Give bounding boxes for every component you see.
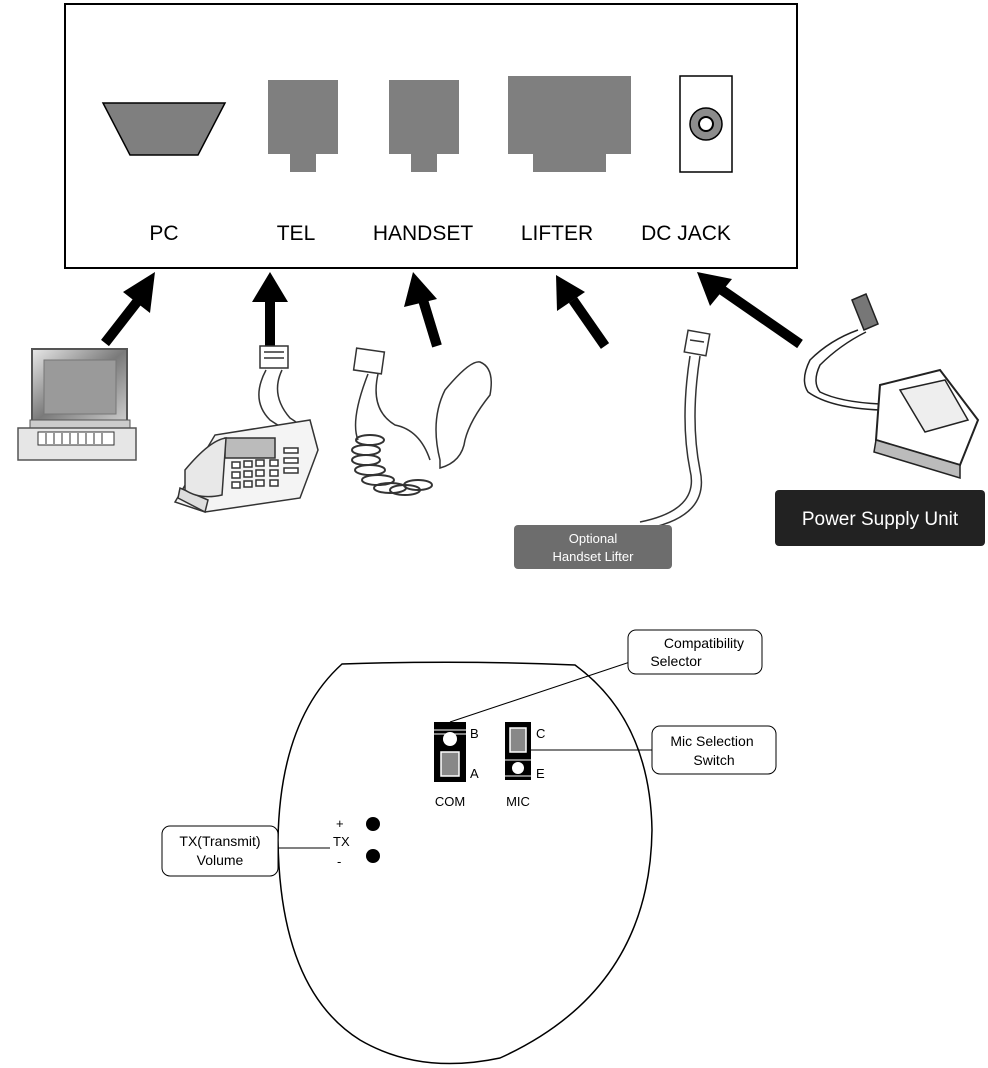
tx-minus-knob[interactable] <box>366 849 380 863</box>
tx-plus-sign: + <box>336 816 344 831</box>
mic-switch[interactable]: C E MIC <box>505 722 545 809</box>
pc-port-icon <box>101 102 227 156</box>
lifter-cable-icon <box>639 329 711 529</box>
connection-arrows <box>101 272 803 349</box>
handset-icon <box>351 347 492 496</box>
tx-callout-line2: Volume <box>197 852 244 868</box>
tx-label: TX <box>333 834 350 849</box>
dc-jack-icon <box>679 75 733 173</box>
power-supply-icon <box>803 293 980 480</box>
port-label-tel: TEL <box>277 222 316 245</box>
callout-lines <box>278 661 652 849</box>
telephone-icon <box>173 345 319 514</box>
arrow-tel <box>252 272 288 348</box>
mic-switch-top-label: C <box>536 726 545 741</box>
tx-volume-control[interactable]: + TX - <box>333 816 380 869</box>
arrow-dc-jack <box>697 272 803 349</box>
arrow-pc <box>101 272 155 347</box>
compat-callout-line2: Selector <box>650 653 702 669</box>
handset-port-icon <box>389 80 459 172</box>
tel-port-icon <box>268 80 338 172</box>
compat-callout-line1: Compatibility <box>664 635 744 651</box>
computer-icon <box>17 348 137 461</box>
arrow-lifter <box>556 275 610 349</box>
mic-switch-bottom-label: E <box>536 766 545 781</box>
mic-callout-line1: Mic Selection <box>670 733 753 749</box>
tx-callout-line1: TX(Transmit) <box>179 833 260 849</box>
port-label-pc: PC <box>149 222 178 245</box>
power-supply-unit-badge: Power Supply Unit <box>775 490 985 546</box>
com-switch-bottom-label: A <box>470 766 479 781</box>
power-supply-badge-label: Power Supply Unit <box>802 509 959 530</box>
lifter-port-icon <box>508 76 631 172</box>
mic-selection-switch-callout: Mic Selection Switch <box>651 725 777 775</box>
mic-callout-line2: Switch <box>693 752 734 768</box>
com-switch-label: COM <box>435 794 465 809</box>
port-label-dc-jack: DC JACK <box>641 222 731 245</box>
arrow-handset <box>404 272 442 348</box>
tx-minus-sign: - <box>337 854 341 869</box>
com-switch[interactable]: B A COM <box>434 722 479 809</box>
optional-handset-lifter-badge: Optional Handset Lifter <box>514 525 672 569</box>
port-label-lifter: LIFTER <box>521 222 593 245</box>
lifter-badge-line2: Handset Lifter <box>553 549 635 564</box>
com-switch-top-label: B <box>470 726 479 741</box>
compatibility-selector-callout: Compatibility Selector <box>627 629 763 675</box>
port-label-handset: HANDSET <box>373 222 474 245</box>
mic-switch-label: MIC <box>506 794 530 809</box>
lifter-badge-line1: Optional <box>569 531 618 546</box>
tx-transmit-volume-callout: TX(Transmit) Volume <box>161 825 279 877</box>
rear-panel: PC TEL HANDSET LIFTER DC JACK <box>64 3 798 269</box>
tx-plus-knob[interactable] <box>366 817 380 831</box>
